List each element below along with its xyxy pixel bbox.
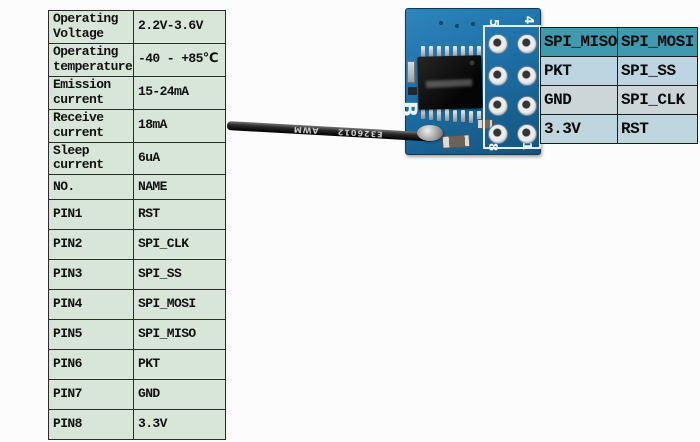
- smd-resistor: [477, 119, 493, 129]
- pin-hole: [488, 124, 508, 144]
- via-dot: [455, 24, 459, 28]
- spec-label: Receive current: [48, 108, 134, 143]
- chip-lead: [469, 111, 473, 123]
- pin-table-header-row: NO. NAME: [48, 174, 226, 201]
- pinout-cell: PKT: [540, 56, 618, 86]
- table-row: Sleep current 6uA: [48, 141, 226, 176]
- silkscreen-b-label: B: [397, 100, 422, 118]
- spec-label: Operating temperature: [48, 42, 134, 77]
- pinout-row: PKT SPI_SS: [540, 56, 698, 86]
- pinout-cell: SPI_CLK: [617, 85, 698, 115]
- table-row: PIN6 PKT: [48, 349, 226, 381]
- pin-no: PIN6: [48, 349, 134, 381]
- pin-name: SPI_MOSI: [133, 289, 226, 321]
- spec-value: 6uA: [133, 141, 226, 176]
- table-row: PIN3 SPI_SS: [48, 259, 226, 291]
- table-row: PIN5 SPI_MISO: [48, 319, 226, 351]
- chip-lead: [437, 109, 441, 121]
- table-row: Operating Voltage 2.2V-3.6V: [48, 10, 226, 44]
- pin-name: 3.3V: [133, 409, 226, 441]
- silkscreen-pin1-label: 1: [520, 141, 535, 151]
- wire-marking: AWM: [292, 124, 319, 136]
- chip-lead: [477, 46, 481, 58]
- chip-lead: [461, 110, 465, 122]
- silkscreen-pin5-label: 5: [487, 18, 502, 28]
- pin-no: PIN5: [48, 319, 134, 351]
- pin-hole: [488, 66, 508, 86]
- table-row: PIN2 SPI_CLK: [48, 229, 226, 261]
- chip-lead: [469, 46, 473, 58]
- pin-hole: [517, 96, 537, 116]
- spec-value: 18mA: [133, 108, 226, 143]
- chip-lead: [445, 109, 449, 121]
- via-dot: [439, 21, 443, 25]
- chip-lead: [453, 110, 457, 122]
- pin-hole: [517, 66, 537, 86]
- spec-table: Operating Voltage 2.2V-3.6V Operating te…: [48, 10, 226, 441]
- spec-value: 2.2V-3.6V: [133, 10, 226, 44]
- table-row: PIN8 3.3V: [48, 409, 226, 441]
- pin-name: GND: [133, 379, 226, 411]
- via-dot: [471, 22, 475, 26]
- pin-name-header: NAME: [133, 174, 226, 201]
- table-row: Receive current 18mA: [48, 108, 226, 143]
- spec-value: -40 - +85℃: [133, 42, 226, 77]
- spec-label: Sleep current: [48, 141, 134, 176]
- silkscreen-pin8-label: 8: [486, 142, 501, 152]
- chip-lead: [429, 108, 433, 120]
- chip-lead: [429, 46, 433, 58]
- chip-lead: [477, 111, 481, 123]
- pin-no: PIN8: [48, 409, 134, 441]
- spec-label: Emission current: [48, 75, 134, 110]
- smd-resistor: [441, 134, 471, 149]
- pin-name: SPI_SS: [133, 259, 226, 291]
- table-row: Emission current 15-24mA: [48, 75, 226, 110]
- pinout-cell: SPI_MISO: [540, 27, 618, 57]
- chip-marking-blur: [425, 79, 473, 89]
- table-row: Operating temperature -40 - +85℃: [48, 42, 226, 77]
- pin-no: PIN2: [48, 229, 134, 261]
- pin-no: PIN3: [48, 259, 134, 291]
- pin-hole: [488, 34, 508, 54]
- pin-no-header: NO.: [48, 174, 134, 201]
- pinout-cell: GND: [540, 85, 618, 115]
- chip-lead: [461, 46, 465, 58]
- antenna-wire: AWM E326012: [226, 121, 434, 142]
- chip-lead: [437, 46, 441, 58]
- pinout-row: GND SPI_CLK: [540, 85, 698, 115]
- solder-joint: [417, 125, 443, 141]
- pinout-row: 3.3V RST: [540, 114, 698, 144]
- pin-no: PIN1: [48, 199, 134, 231]
- pin-name: RST: [133, 199, 226, 231]
- pin-name: SPI_MISO: [133, 319, 226, 351]
- wire-marking: E326012: [336, 127, 383, 139]
- chip-lead: [453, 46, 457, 58]
- table-row: PIN7 GND: [48, 379, 226, 411]
- table-row: PIN1 RST: [48, 199, 226, 231]
- pinout-table: SPI_MISO SPI_MOSI PKT SPI_SS GND SPI_CLK…: [540, 27, 698, 144]
- smd-component: [408, 87, 417, 95]
- chip-lead: [445, 46, 449, 58]
- spec-label: Operating Voltage: [48, 10, 134, 44]
- pin-name: SPI_CLK: [133, 229, 226, 261]
- pin-name: PKT: [133, 349, 226, 381]
- pinout-cell: 3.3V: [540, 114, 618, 144]
- pinout-cell: SPI_SS: [617, 56, 698, 86]
- pin-no: PIN4: [48, 289, 134, 321]
- pinout-cell: RST: [617, 114, 698, 144]
- silkscreen-pin4-label: 4: [522, 15, 537, 25]
- table-row: PIN4 SPI_MOSI: [48, 289, 226, 321]
- rf-chip: [417, 55, 483, 110]
- pinout-row: SPI_MISO SPI_MOSI: [540, 27, 698, 57]
- pin-no: PIN7: [48, 379, 134, 411]
- pinout-cell: SPI_MOSI: [617, 27, 698, 57]
- pin-hole: [488, 96, 508, 116]
- pin-hole: [517, 124, 537, 144]
- smd-component: [407, 61, 415, 83]
- chip-lead: [421, 46, 425, 58]
- pin-hole: [517, 34, 537, 54]
- chip-pin1-dot: [469, 60, 475, 66]
- chip-lead: [421, 107, 425, 119]
- spec-value: 15-24mA: [133, 75, 226, 110]
